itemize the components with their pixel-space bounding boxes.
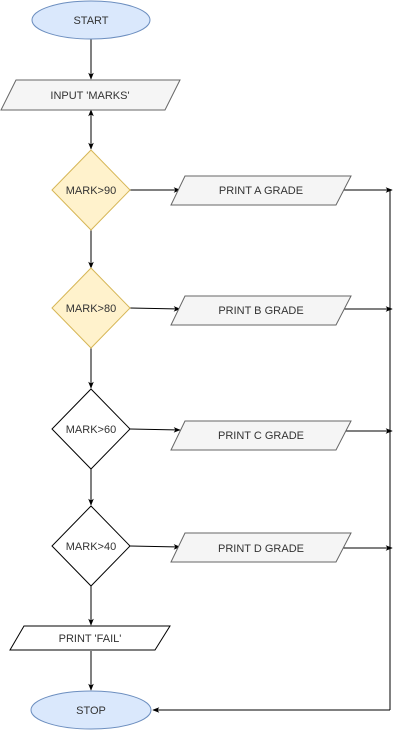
print-c-grade-label: PRINT C GRADE: [218, 430, 304, 442]
print-d-grade-node: PRINT D GRADE: [170, 532, 352, 563]
connector-layer: [88, 39, 393, 713]
print-fail-node: PRINT 'FAIL': [9, 625, 171, 651]
print-d-grade-label: PRINT D GRADE: [218, 543, 304, 555]
print-c-grade-shape: [170, 420, 352, 451]
decision-mark-90-label: MARK>90: [66, 185, 116, 197]
print-b-grade-node: PRINT B GRADE: [170, 295, 352, 326]
start-label: START: [73, 15, 108, 27]
input-marks-node: INPUT 'MARKS': [0, 79, 181, 111]
arrow-mark60-to-print-c: [129, 427, 181, 433]
print-b-grade-label: PRINT B GRADE: [218, 305, 303, 317]
print-a-grade-node: PRINT A GRADE: [170, 175, 352, 206]
print-fail-shape: [9, 625, 171, 651]
input-marks-label: INPUT 'MARKS': [50, 90, 129, 102]
print-a-grade-label: PRINT A GRADE: [219, 185, 303, 197]
print-d-grade-shape: [170, 532, 352, 563]
start-shape: [31, 0, 151, 40]
decision-mark-40: MARK>40: [51, 505, 131, 587]
decision-mark-90-shape: [51, 149, 131, 231]
decision-mark-40-shape: [51, 505, 131, 587]
stop-shape: [30, 690, 152, 730]
print-fail-label: PRINT 'FAIL': [59, 633, 122, 645]
start-terminal: START: [31, 0, 151, 40]
decision-mark-60-shape: [51, 388, 131, 470]
decision-mark-90: MARK>90: [51, 149, 131, 231]
input-marks-shape: [0, 79, 181, 111]
node-layer: START INPUT 'MARKS' MARK>90 MARK>80 MARK…: [0, 0, 352, 730]
decision-mark-40-label: MARK>40: [66, 541, 116, 553]
decision-mark-80-shape: [51, 267, 131, 349]
stop-terminal: STOP: [30, 690, 152, 730]
print-c-grade-node: PRINT C GRADE: [170, 420, 352, 451]
decision-mark-60-label: MARK>60: [66, 424, 116, 436]
arrow-mark80-to-print-b: [129, 306, 181, 312]
decision-mark-80: MARK>80: [51, 267, 131, 349]
print-a-grade-shape: [170, 175, 352, 206]
print-b-grade-shape: [170, 295, 352, 326]
decision-mark-80-label: MARK>80: [66, 303, 116, 315]
decision-mark-60: MARK>60: [51, 388, 131, 470]
arrow-mark40-to-print-d: [129, 544, 181, 550]
stop-label: STOP: [76, 705, 106, 717]
